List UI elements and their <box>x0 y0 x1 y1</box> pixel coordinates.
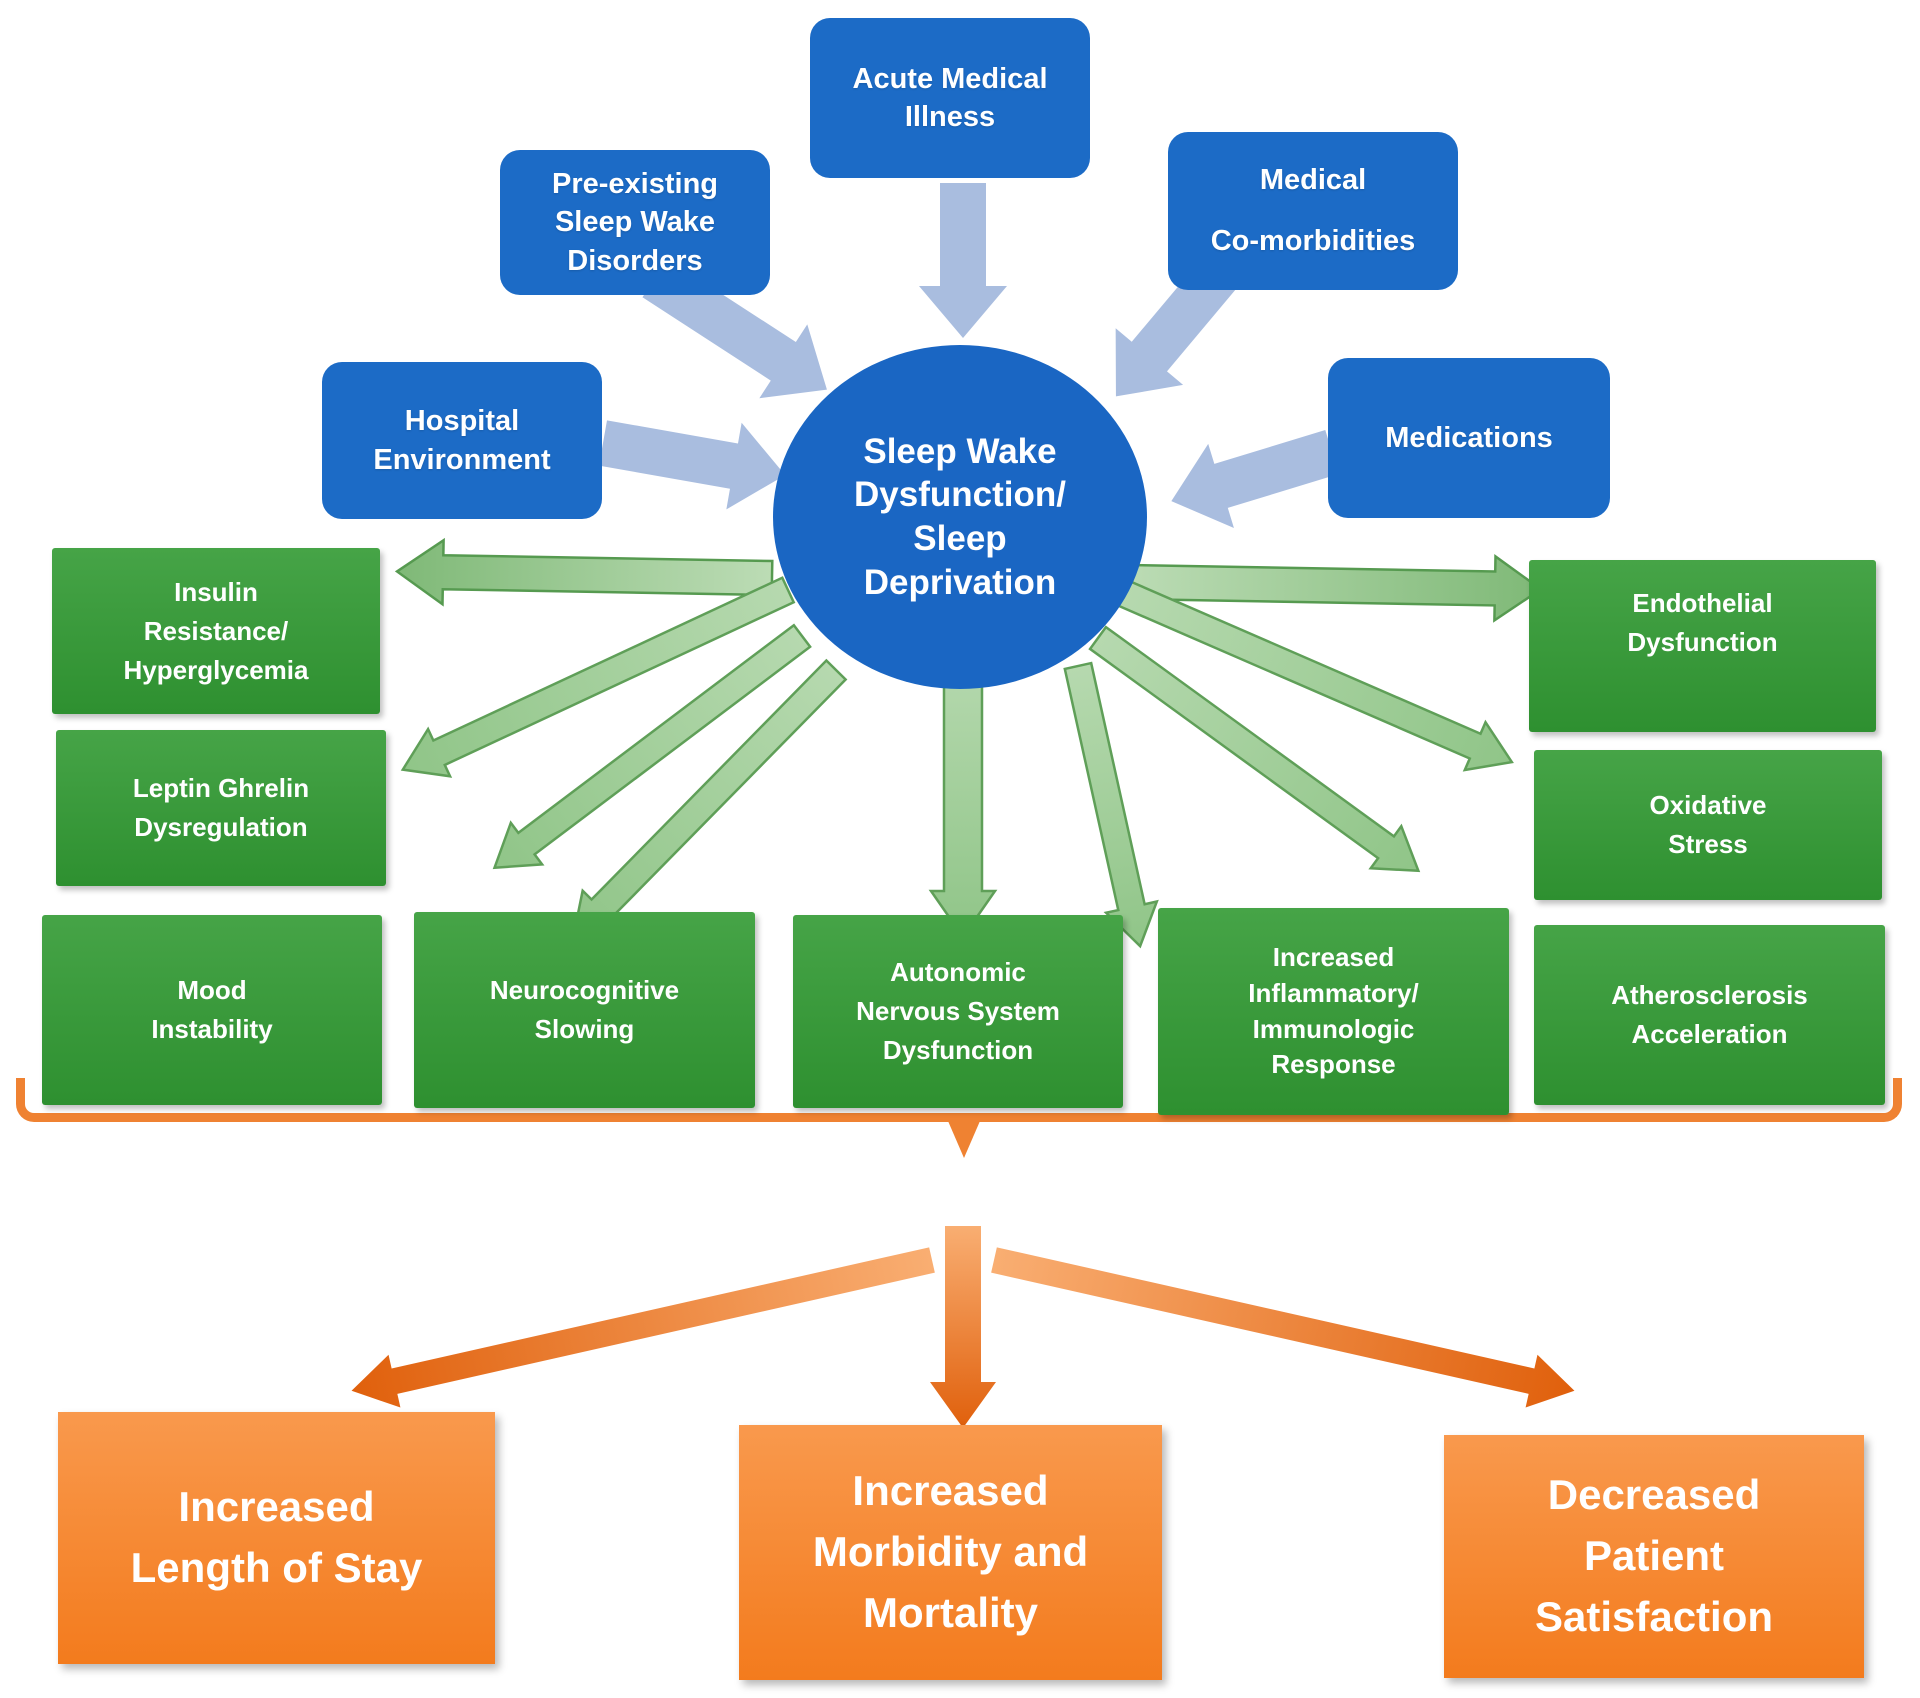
outcome-label-length-of-stay: Increased Length of Stay <box>130 1483 423 1591</box>
arrow-medications-to-center-icon <box>1171 430 1339 528</box>
consequence-label-leptin: Leptin Ghrelin Dysregulation <box>132 773 310 842</box>
arrow-brace-to-satisfaction-icon <box>991 1247 1575 1408</box>
arrow-brace-to-morbidity-icon <box>930 1226 996 1428</box>
consequence-box-leptin-ghrelin: Leptin Ghrelin Dysregulation <box>56 730 386 886</box>
cause-label-pre-existing: Pre-existing Sleep Wake Disorders <box>552 168 718 277</box>
center-node-sleep-wake-dysfunction: Sleep Wake Dysfunction/ Sleep Deprivatio… <box>773 345 1147 689</box>
cause-box-pre-existing-sleep-wake-disorders: Pre-existing Sleep Wake Disorders <box>500 150 770 295</box>
consequence-box-oxidative-stress: Oxidative Stress <box>1534 750 1882 900</box>
consequence-box-endothelial-dysfunction: Endothelial Dysfunction <box>1529 560 1876 732</box>
arrow-center-to-oxidative-icon <box>1115 578 1514 772</box>
cause-label-acute-medical-illness: Acute Medical Illness <box>852 62 1048 133</box>
outcome-label-patient-satisfaction: Decreased Patient Satisfaction <box>1534 1471 1774 1640</box>
cause-box-medical-comorbidities: Medical Co-morbidities <box>1168 132 1458 290</box>
arrow-center-to-mood-icon <box>492 623 812 870</box>
outcome-label-morbidity-mortality: Increased Morbidity and Mortality <box>812 1467 1089 1636</box>
outcome-box-increased-length-of-stay: Increased Length of Stay <box>58 1412 495 1664</box>
consequence-box-inflammatory-response: Increased Inflammatory/ Immunologic Resp… <box>1158 908 1509 1115</box>
consequence-box-atherosclerosis: Atherosclerosis Acceleration <box>1534 925 1885 1105</box>
consequence-box-autonomic-dysfunction: Autonomic Nervous System Dysfunction <box>793 915 1123 1108</box>
consequence-label-oxidative: Oxidative Stress <box>1649 790 1767 859</box>
arrow-acute-illness-to-center-icon <box>919 183 1007 338</box>
outcome-box-decreased-patient-satisfaction: Decreased Patient Satisfaction <box>1444 1435 1864 1678</box>
center-node-label: Sleep Wake Dysfunction/ Sleep Deprivatio… <box>854 431 1066 602</box>
consequence-label-mood: Mood Instability <box>151 975 273 1044</box>
arrow-center-to-inflammatory-icon <box>1063 661 1159 949</box>
consequence-label-endothelial: Endothelial Dysfunction <box>1627 588 1778 657</box>
arrow-center-to-insulin-icon <box>394 537 774 607</box>
arrow-center-to-endothelial-icon <box>1124 554 1544 623</box>
consequence-label-autonomic: Autonomic Nervous System Dysfunction <box>856 957 1060 1065</box>
arrow-hospital-to-center-icon <box>599 420 786 510</box>
consequence-label-insulin: Insulin Resistance/ Hyperglycemia <box>123 576 309 685</box>
cause-box-hospital-environment: Hospital Environment <box>322 362 602 519</box>
arrow-center-to-autonomic-icon <box>928 650 998 940</box>
brace-center-spike-icon <box>948 1121 980 1158</box>
arrow-brace-to-length-of-stay-icon <box>351 1247 935 1408</box>
arrow-center-to-atherosclerosis-icon <box>1088 625 1421 873</box>
consequence-box-mood-instability: Mood Instability <box>42 915 382 1105</box>
cause-label-medications: Medications <box>1385 421 1553 454</box>
outcome-box-increased-morbidity-mortality: Increased Morbidity and Mortality <box>739 1425 1162 1680</box>
cause-label-hospital-environment: Hospital Environment <box>373 405 551 476</box>
consequence-box-insulin-resistance: Insulin Resistance/ Hyperglycemia <box>52 548 380 714</box>
consequence-label-neurocognitive: Neurocognitive Slowing <box>489 975 680 1044</box>
brace-bracket <box>16 1078 1902 1122</box>
consequence-label-inflammatory: Increased Inflammatory/ Immunologic Resp… <box>1248 941 1419 1080</box>
cause-box-medications: Medications <box>1328 358 1610 518</box>
cause-label-comorbidities: Medical Co-morbidities <box>1210 164 1416 257</box>
consequence-label-atherosclerosis: Atherosclerosis Acceleration <box>1611 980 1808 1049</box>
cause-box-acute-medical-illness: Acute Medical Illness <box>810 18 1090 178</box>
arrow-comorbidities-to-center-icon <box>1115 255 1240 397</box>
consequence-box-neurocognitive-slowing: Neurocognitive Slowing <box>414 912 755 1108</box>
arrow-center-to-leptin-icon <box>400 576 796 778</box>
